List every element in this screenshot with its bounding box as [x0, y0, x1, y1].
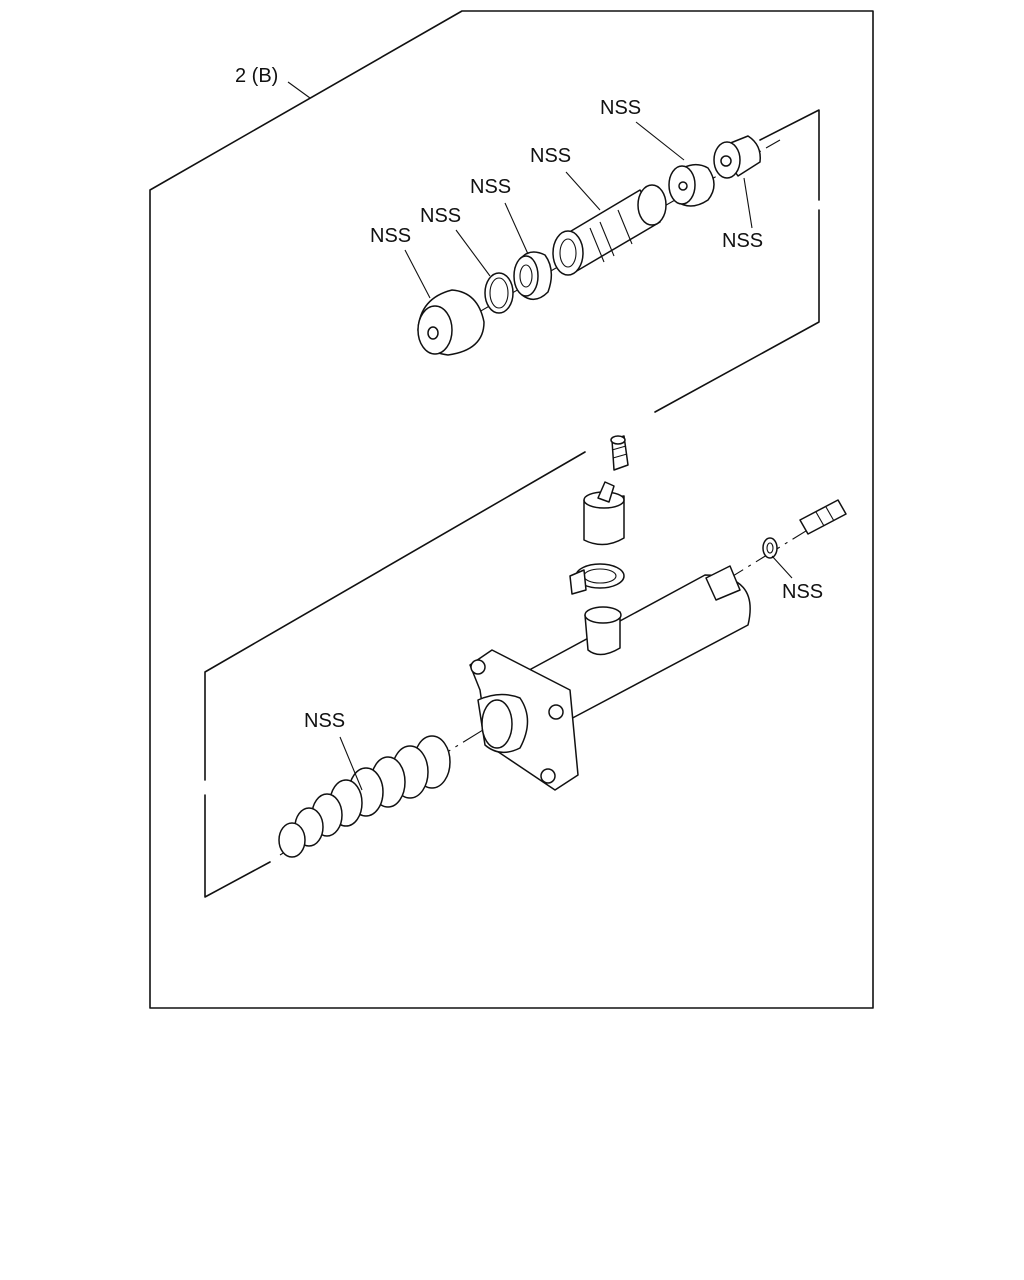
- leader-washer: [504, 202, 529, 255]
- boot-part: [278, 735, 451, 858]
- leader-boot: [339, 736, 363, 791]
- leader-end-cap: [743, 177, 753, 229]
- rubber-cap-part: [583, 481, 625, 546]
- callout-seal: NSS: [600, 97, 641, 119]
- fitting-part: [799, 499, 847, 535]
- bleeder-screw-part: [610, 435, 629, 471]
- callout-washer: NSS: [470, 176, 511, 198]
- callout-piston: NSS: [530, 145, 571, 167]
- hose-clamp-part: [569, 563, 625, 595]
- assembly-leader: [287, 81, 311, 99]
- bleeder-washer-part: [762, 537, 778, 559]
- cylinder-body-part: [519, 565, 751, 723]
- assembly-label: 2 (B): [235, 65, 278, 87]
- mounting-flange-part: [469, 649, 579, 791]
- subassembly-outline: [204, 109, 820, 898]
- snap-ring-part: [484, 272, 514, 314]
- washer-part: [513, 251, 553, 301]
- leader-piston: [565, 171, 601, 211]
- callout-boot: NSS: [304, 710, 345, 732]
- piston-cup-part: [417, 289, 485, 356]
- callout-snap-ring: NSS: [420, 205, 461, 227]
- callout-piston-cup: NSS: [370, 225, 411, 247]
- piston-part: [552, 184, 667, 276]
- leader-bleeder-washer: [771, 555, 793, 579]
- callout-end-cap: NSS: [722, 230, 763, 252]
- seal-part: [668, 163, 715, 207]
- leader-piston-cup: [404, 249, 431, 299]
- end-cap-part: [713, 135, 761, 179]
- leader-snap-ring: [455, 229, 491, 277]
- leader-seal: [635, 121, 685, 161]
- assembly-frame: [149, 10, 874, 1009]
- callout-bleeder-washer: NSS: [782, 581, 823, 603]
